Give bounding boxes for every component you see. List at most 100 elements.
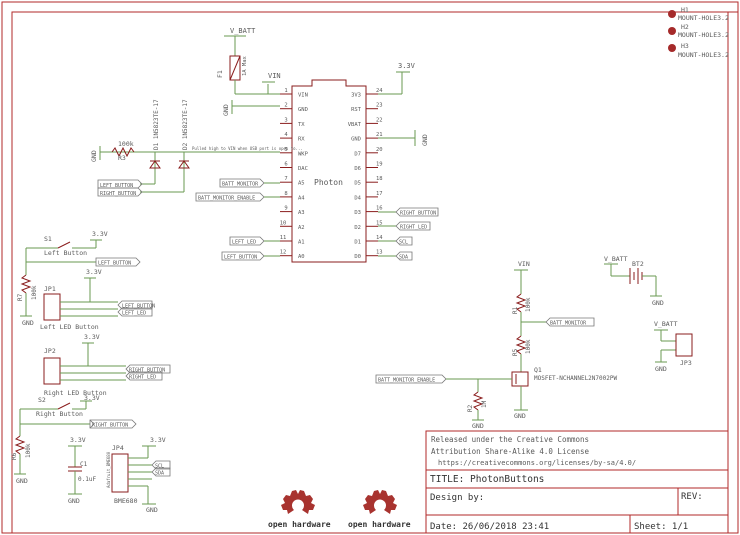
mount-hole-ref: H2 <box>681 23 689 31</box>
connector-jp1[interactable]: JP1 3.3V LEFT_BUTTON LEFT_LED Left LED B… <box>40 268 155 331</box>
revision: REV: <box>681 492 703 502</box>
photon-pin-number: 2 <box>284 103 287 109</box>
r3-ref: R3 <box>118 154 126 162</box>
photon-pin-number: 11 <box>280 235 287 241</box>
mosfet-q1-icon <box>511 371 529 387</box>
f1-value: 1A Max <box>242 55 248 76</box>
open-hardware-logo: open hardware <box>348 490 411 529</box>
svg-text:SDA: SDA <box>155 471 164 477</box>
switch-s1[interactable]: S1 Left Button 3.3V LEFT_BUTTON R7 100k … <box>17 230 141 327</box>
vbatt-net-label: V_BATT <box>230 27 256 35</box>
svg-text:JP4: JP4 <box>112 444 124 452</box>
open-hardware-text: open hardware <box>268 520 331 529</box>
photon-pin-name: A1 <box>298 240 305 246</box>
photon-pin-name: GND <box>298 107 308 113</box>
photon-pin-number: 6 <box>284 162 287 168</box>
photon-module[interactable]: Photon 1VIN2GND3TX4RX5WKP6DAC7A58A49A310… <box>280 79 384 263</box>
svg-text:BATT_MONITOR_ENABLE: BATT_MONITOR_ENABLE <box>378 378 435 384</box>
title-block: Released under the Creative Commons Attr… <box>425 430 729 534</box>
connector-jp3[interactable]: V_BATT GND JP3 <box>654 320 693 373</box>
photon-3v3-net: 3.3V GND <box>378 62 429 146</box>
svg-text:Adafruit_BME680: Adafruit_BME680 <box>106 451 111 488</box>
photon-pin-name: A2 <box>298 225 305 231</box>
svg-text:R1: R1 <box>512 306 519 314</box>
photon-outline <box>291 79 367 263</box>
svg-text:S1: S1 <box>44 235 52 243</box>
photon-pin-number: 8 <box>284 191 287 197</box>
svg-text:RIGHT_BUTTON: RIGHT_BUTTON <box>129 368 165 374</box>
photon-left-labels: BATT_MONITOR BATT_MONITOR_ENABLE LEFT_LE… <box>195 178 280 261</box>
photon-pin-name: D1 <box>354 240 361 246</box>
photon-pin-number: 14 <box>376 235 383 241</box>
mount-hole-label: MOUNT-HOLE3.2 <box>678 31 729 39</box>
d1-label: D1 1N5823TE-17 <box>153 99 160 150</box>
svg-text:3.3V: 3.3V <box>84 333 100 341</box>
photon-pins: 1VIN2GND3TX4RX5WKP6DAC7A58A49A310A211A11… <box>280 88 384 260</box>
svg-text:3.3V: 3.3V <box>150 436 166 444</box>
photon-pin-number: 21 <box>376 132 383 138</box>
svg-text:Right Button: Right Button <box>36 410 83 418</box>
svg-text:100k: 100k <box>525 297 532 312</box>
photon-pin-number: 18 <box>376 176 383 182</box>
svg-text:3.3V: 3.3V <box>84 394 100 402</box>
photon-pin-name: RST <box>351 107 362 113</box>
battery-bt2[interactable]: V_BATT BT2 GND <box>604 255 664 307</box>
svg-text:1M: 1M <box>481 400 488 408</box>
photon-pin-number: 13 <box>376 250 383 256</box>
mount-hole-icon <box>668 44 676 52</box>
mount-hole-ref: H3 <box>681 42 689 50</box>
photon-pin-number: 12 <box>280 250 287 256</box>
license-url: https://creativecommons.org/licenses/by-… <box>438 459 636 467</box>
svg-text:GND: GND <box>655 365 667 373</box>
mount-hole-label: MOUNT-HOLE3.2 <box>678 51 729 59</box>
photon-pin-number: 3 <box>284 117 287 123</box>
svg-text:RIGHT_BUTTON: RIGHT_BUTTON <box>400 211 436 217</box>
photon-pin-name: GND <box>351 137 361 143</box>
r3-value: 100k <box>118 140 134 148</box>
svg-text:GND: GND <box>22 319 34 327</box>
fuse-f1[interactable]: V_BATT F1 1A Max VIN <box>216 27 281 95</box>
d2-label: D2 1N5823TE-17 <box>182 99 189 150</box>
open-hardware-gear-icon <box>281 490 315 514</box>
design-by: Design by: <box>430 493 484 503</box>
mount-hole-icon <box>668 10 676 18</box>
svg-text:BME680: BME680 <box>114 497 138 505</box>
svg-text:SDA: SDA <box>399 255 408 261</box>
svg-text:R5: R5 <box>512 348 519 356</box>
capacitor-c1[interactable]: 3.3V C1 0.1uF GND <box>68 436 96 505</box>
mount-hole-icon <box>668 27 676 35</box>
photon-pin-number: 5 <box>284 147 287 153</box>
photon-pin-number: 17 <box>376 191 383 197</box>
license-line-2: Attribution Share-Alike 4.0 License <box>431 447 590 456</box>
photon-pin-name: D2 <box>354 225 361 231</box>
license-line-1: Released under the Creative Commons <box>431 435 589 444</box>
wkp-divider: GND 100k R3 D1 1N5823TE-17 D2 1N5823TE-1… <box>90 99 303 197</box>
photon-pin-name: VIN <box>298 93 308 99</box>
wkp-note: Pulled high to VIN when USB port is open… <box>192 146 303 151</box>
photon-pin-name: D3 <box>354 210 361 216</box>
svg-text:RIGHT_LED: RIGHT_LED <box>400 225 427 231</box>
vin-net-label: VIN <box>268 72 281 80</box>
svg-text:MOSFET-NCHANNEL2N7002PW: MOSFET-NCHANNEL2N7002PW <box>534 375 617 382</box>
sheet-inner-frame <box>11 11 729 534</box>
svg-text:V_BATT: V_BATT <box>654 320 678 328</box>
photon-pin-name: D4 <box>354 195 361 201</box>
svg-text:LEFT_BUTTON: LEFT_BUTTON <box>224 255 257 261</box>
svg-text:C1: C1 <box>80 461 88 468</box>
connector-jp4[interactable]: JP4 Adafruit_BME680 BME680 3.3V SCL SDA … <box>106 436 171 514</box>
svg-text:BATT_MONITOR: BATT_MONITOR <box>550 321 587 327</box>
svg-text:GND: GND <box>652 299 664 307</box>
open-hardware-text: open hardware <box>348 520 411 529</box>
connector-jp2[interactable]: JP2 3.3V RIGHT_BUTTON RIGHT_LED Right LE… <box>43 333 171 397</box>
battery-monitor-circuit[interactable]: VIN R1 100k BATT_MONITOR R5 100k Q1 MOSF… <box>375 260 617 430</box>
photon-pin-number: 19 <box>376 162 383 168</box>
svg-text:VIN: VIN <box>518 260 530 268</box>
switch-s2[interactable]: S2 Right Button 3.3V RIGHT_BUTTON R6 100… <box>11 394 137 485</box>
d2-diode-icon <box>178 160 190 169</box>
photon-right-labels: RIGHT_BUTTON RIGHT_LED SCL SDA <box>378 207 439 261</box>
svg-text:0.1uF: 0.1uF <box>78 476 96 483</box>
photon-pin-number: 20 <box>376 147 383 153</box>
photon-pin-name: WKP <box>298 151 309 157</box>
svg-text:S2: S2 <box>38 396 46 404</box>
